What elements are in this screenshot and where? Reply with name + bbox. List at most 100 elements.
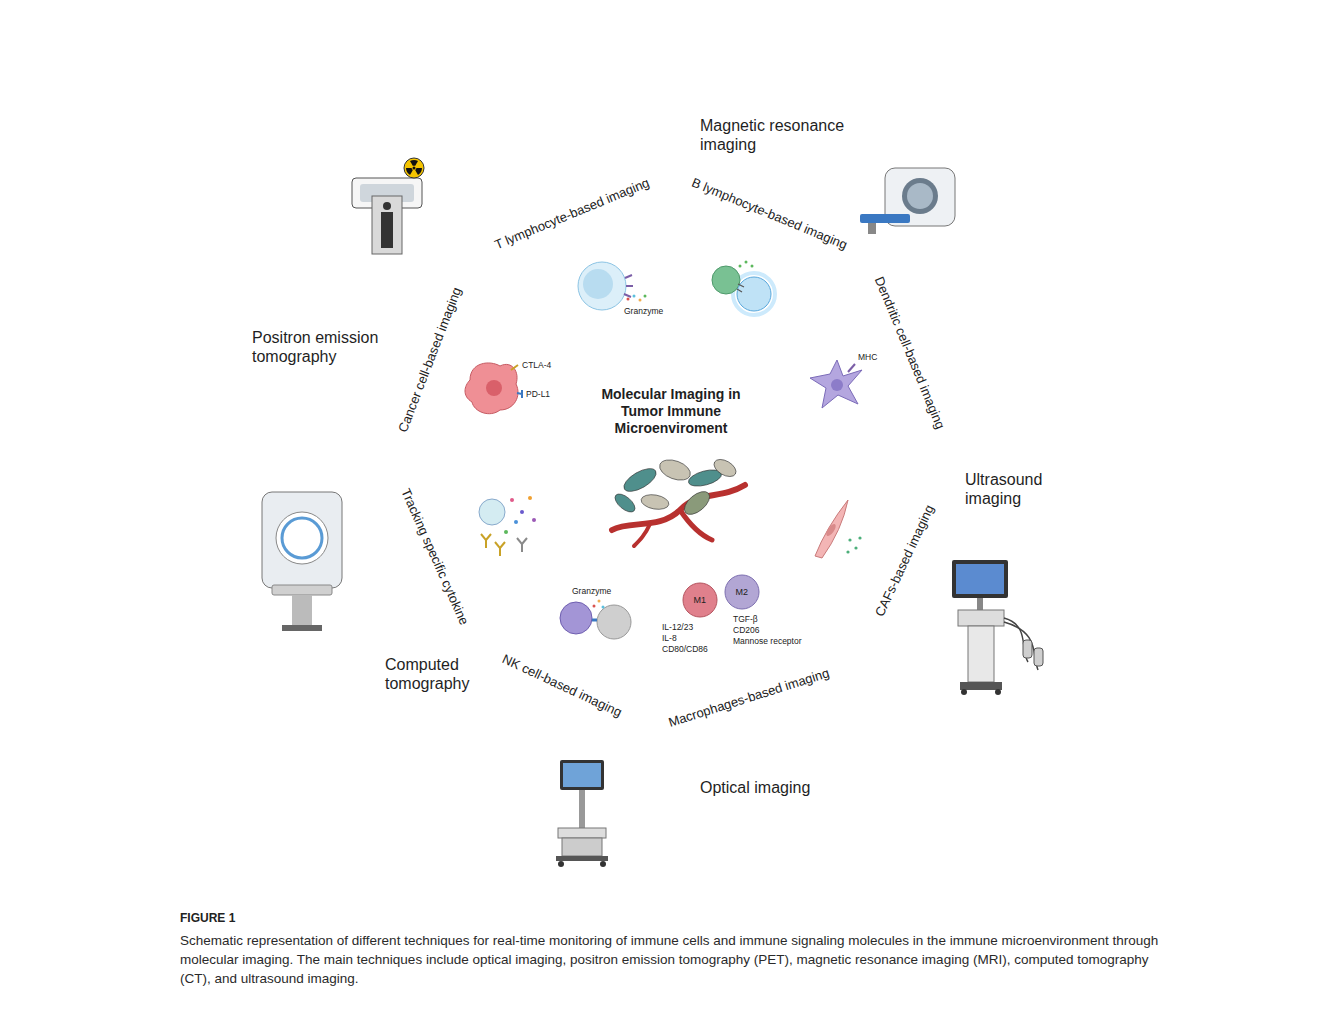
sector-outline — [386, 457, 594, 654]
immune-sector: B lymphocyte-based imaging — [671, 167, 873, 375]
sector-label: NK cell-based imaging — [500, 651, 624, 720]
ct-scanner-icon-part — [282, 625, 322, 631]
cancer-cell-art-part — [517, 390, 522, 398]
cytokine-art-part — [479, 499, 505, 525]
mri-scanner-icon-part — [860, 214, 910, 223]
cancer-cell-art-part — [511, 365, 518, 370]
callout-label: IL-12/23 — [662, 622, 693, 632]
sector-outline — [223, 420, 529, 840]
callout-label: Mannose receptor — [733, 636, 802, 646]
nk-cell-art-part — [593, 605, 596, 608]
pet-scanner-icon-part — [404, 158, 424, 178]
ct-scanner-icon-part — [276, 512, 328, 564]
ultrasound-machine-icon-part — [1023, 640, 1032, 658]
sector-shape — [447, 677, 947, 900]
ultrasound-machine-icon-part — [1004, 622, 1038, 670]
cancer-cell-art-part — [486, 380, 502, 396]
cytokine-art-part — [481, 534, 491, 548]
sector-shape — [671, 167, 873, 374]
ultrasound-machine-icon — [952, 560, 1043, 695]
tumor-microenvironment-art-part — [711, 456, 739, 480]
tumor-microenvironment-art-part — [680, 510, 712, 540]
tumor-microenvironment-art-part — [657, 456, 693, 484]
ultrasound-machine-icon-part — [960, 682, 1002, 690]
sector-shape — [386, 250, 593, 466]
sector-shape — [846, 390, 1119, 805]
caf-art-part — [848, 538, 851, 541]
sector-label: Cancer cell-based imaging — [395, 285, 465, 434]
tumor-microenvironment-art — [612, 456, 745, 546]
cytokine-art-part — [532, 518, 536, 522]
sector-label: Tracking specific cytokine — [398, 486, 472, 627]
ultrasound-machine-icon-part — [961, 689, 967, 695]
caf-art — [815, 500, 862, 558]
sector-shape — [386, 458, 593, 654]
optical-imaging-cart-icon-part — [558, 861, 564, 867]
dendritic-cell-art-part — [810, 360, 862, 408]
ultrasound-machine-icon-part — [956, 564, 1004, 594]
tumor-microenvironment-art-part — [620, 464, 659, 496]
nk-cell-art — [560, 600, 631, 640]
cancer-cell-art-part — [465, 363, 518, 414]
t-cell-art-part — [633, 295, 636, 298]
t-cell-art-part — [583, 269, 613, 299]
callout-label: IL-8 — [662, 633, 677, 643]
pet-scanner-icon-part — [410, 160, 418, 166]
pet-scanner-icon-part — [415, 168, 422, 175]
t-cell-art-part — [639, 299, 642, 302]
caf-art-part — [846, 550, 849, 553]
ultrasound-machine-icon-part — [958, 610, 1004, 626]
callout-label: M2 — [736, 587, 749, 598]
ultrasound-machine-icon-part — [968, 626, 994, 682]
pet-scanner-icon-part — [381, 212, 393, 248]
t-cell-art-part — [624, 275, 633, 297]
caf-art-part — [825, 523, 838, 538]
sector-label: CAFs-based imaging — [872, 503, 937, 620]
callout-label: M1 — [694, 595, 707, 606]
optical-imaging-cart-icon-part — [556, 856, 608, 861]
mri-scanner-icon-part — [907, 183, 933, 209]
modality-sector: Magnetic resonance imaging — [631, 4, 1115, 413]
cytokine-art-part — [517, 538, 527, 552]
t-cell-art-part — [578, 262, 626, 310]
sector-shape — [469, 530, 661, 736]
callout-label: Granzyme — [624, 306, 663, 316]
b-cell-art-part — [751, 265, 754, 268]
mri-scanner-icon-part — [902, 178, 938, 214]
tumor-microenvironment-art-part — [612, 491, 638, 516]
optical-imaging-cart-icon-part — [563, 763, 601, 787]
optical-imaging-cart-icon — [556, 760, 608, 867]
b-cell-art-part — [712, 266, 740, 294]
optical-imaging-cart-icon-part — [579, 790, 585, 828]
nk-cell-art-part — [560, 602, 592, 634]
sector-shape — [224, 6, 646, 432]
tumor-microenvironment-art-part — [634, 524, 650, 546]
pet-scanner-icon-part — [383, 202, 391, 210]
caf-art-part — [858, 536, 861, 539]
nk-cell-art-part — [597, 605, 631, 639]
mri-scanner-icon — [860, 168, 955, 234]
ct-scanner-icon — [262, 492, 342, 631]
dendritic-cell-art-part — [831, 379, 843, 391]
sector-label: Dendritic cell-based imaging — [871, 275, 948, 432]
figure-panel — [178, 0, 1163, 902]
ultrasound-machine-icon-part — [952, 560, 1008, 598]
immune-sector: NK cell-based imaging — [469, 529, 662, 736]
modality-sector: Computed tomography — [223, 420, 529, 840]
nk-cell-art-part — [602, 606, 605, 609]
callout-label: TGF-β — [733, 614, 758, 624]
nk-cell-art-part — [592, 619, 597, 622]
sector-outline — [469, 529, 662, 736]
b-cell-art-part — [737, 284, 744, 292]
sector-label: B lymphocyte-based imaging — [690, 174, 850, 252]
optical-imaging-cart-icon-part — [560, 760, 604, 790]
cytokine-art-part — [514, 520, 518, 524]
ultrasound-machine-icon-part — [995, 689, 1001, 695]
center-title: Molecular Imaging in Tumor Immune Microe… — [585, 386, 757, 436]
pet-scanner-icon-part — [413, 167, 416, 170]
cytokine-art-part — [528, 496, 532, 500]
immune-sector: Cancer cell-based imaging — [386, 250, 594, 467]
